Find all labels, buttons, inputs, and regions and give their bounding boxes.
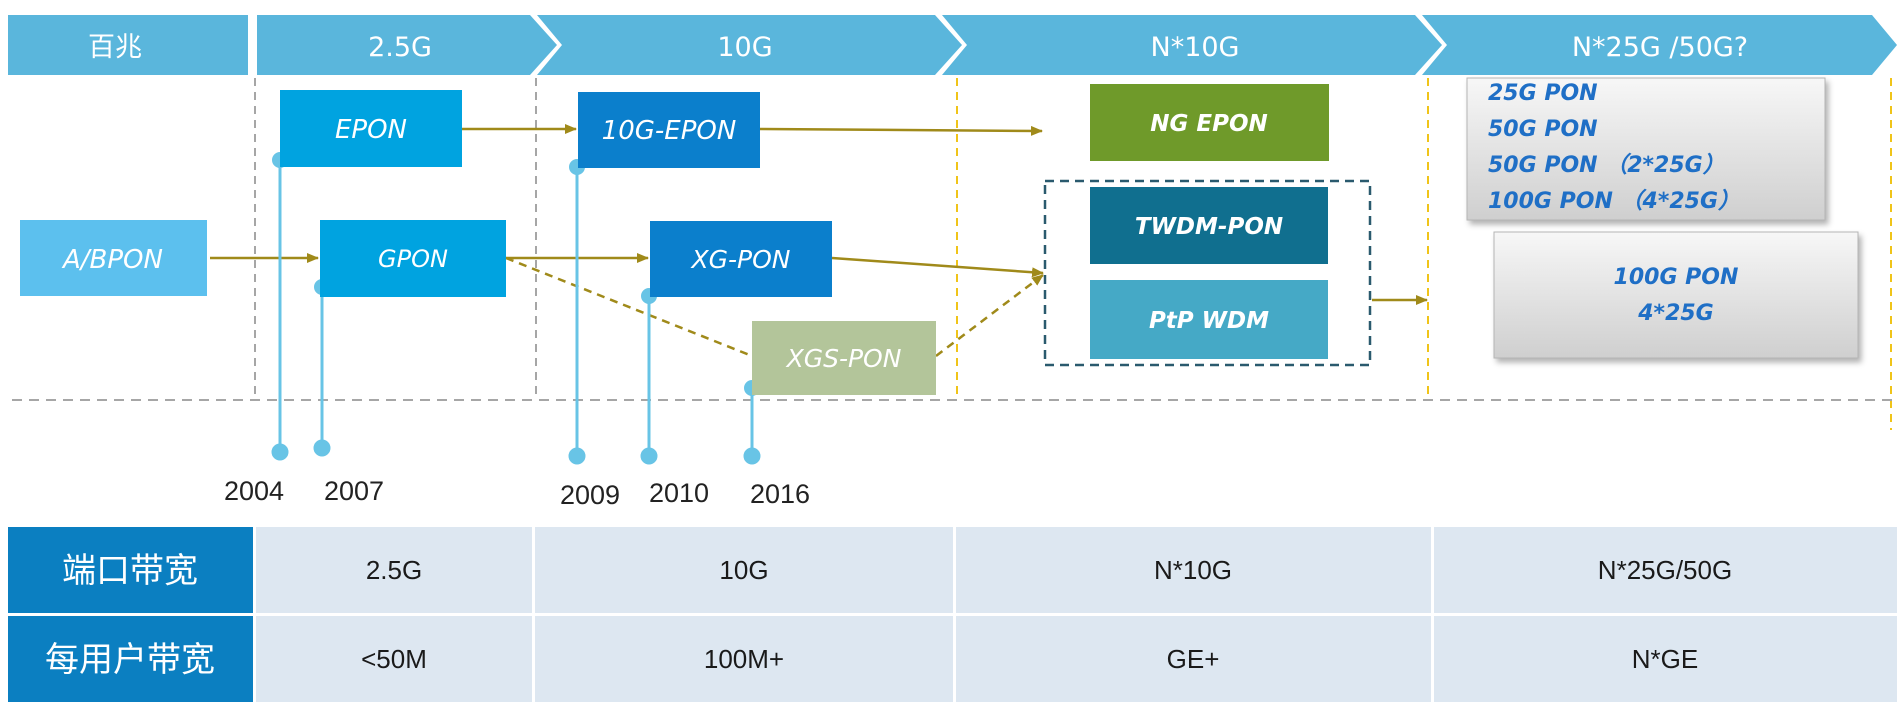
box-future-100g: 100G PON 4*25G [1493,231,1859,359]
table-cell-bg [1434,616,1897,702]
column-separators [12,78,1897,430]
table-cell-bg [535,616,953,702]
stage-label: 10G [717,32,772,63]
year-label: 2010 [649,478,709,508]
pin-dot [743,447,761,465]
box-label: TWDM-PON [1135,214,1283,240]
future-list-item: 50G PON [1488,117,1598,142]
timeline-pins [271,152,761,465]
box-xg-pon: XG-PON [650,221,832,297]
table-cell: GE+ [1167,644,1220,674]
table-cell-bg [256,616,532,702]
stage-header-segment [537,15,962,75]
table-cell-bg [1434,527,1897,613]
table-cell: N*GE [1632,644,1698,674]
future-100g-line: 100G PON [1614,265,1739,290]
stage-label: N*25G /50G? [1572,32,1748,63]
table-cell-bg [535,527,953,613]
box-future-list: 25G PON 50G PON 50G PON （2*25G） 100G PON… [1466,77,1826,221]
table-cell: 10G [719,555,768,585]
box-ng-epon: NG EPON [1090,84,1329,161]
year-label: 2004 [224,476,284,506]
box-label: GPON [378,245,448,273]
table-row-label: 每用户带宽 [45,640,215,680]
box-label: EPON [335,115,407,145]
table-row-label: 端口带宽 [62,551,198,591]
table-row-label-bg [8,616,253,702]
year-labels: 2004 2007 2009 2010 2016 [224,476,810,510]
stage-header-segment [942,15,1442,75]
box-gpon: GPON [320,220,506,297]
year-label: 2007 [324,476,384,506]
box-10g-epon: 10G-EPON [578,92,760,168]
box-label: PtP WDM [1149,308,1269,334]
future-list-item: 100G PON （4*25G） [1488,188,1740,214]
box-ptp-wdm: PtP WDM [1090,280,1328,359]
box-twdm-pon: TWDM-PON [1090,187,1328,264]
table-cell: 100M+ [704,644,784,674]
box-label: A/BPON [61,245,163,275]
box-label: NG EPON [1150,111,1268,137]
stage-header-segment [257,15,557,75]
box-label: 10G-EPON [602,116,737,146]
pin-dot [640,447,658,465]
arrow-xgpon-wdm [831,256,1044,278]
table-cell: <50M [361,644,427,674]
table-cell: N*10G [1154,555,1232,585]
box-xgs-pon: XGS-PON [752,321,936,395]
future-100g-line: 4*25G [1637,301,1714,326]
bandwidth-table: 端口带宽 2.5G 10G N*10G N*25G/50G 每用户带宽 <50M… [8,527,1897,702]
table-cell: 2.5G [366,555,422,585]
future-list-item: 25G PON [1488,81,1598,106]
pin-dot [271,443,289,461]
arrow-10gepon-ngepon [759,125,1043,136]
table-cell: N*25G/50G [1598,555,1732,585]
year-label: 2009 [560,480,620,510]
stage-label: N*10G [1151,32,1240,63]
pin-dot [568,447,586,465]
stage-header-segment [8,15,248,75]
stage-header-segment [1422,15,1897,75]
box-a-bpon: A/BPON [20,220,207,296]
stage-header: 百兆 2.5G 10G N*10G N*25G /50G? [8,15,1897,75]
table-row-label-bg [8,527,253,613]
stage-label: 百兆 [88,32,142,63]
year-label: 2016 [750,479,810,509]
arrow-xgspon-wdm [935,274,1044,357]
box-epon: EPON [280,90,462,167]
table-cell-bg [956,616,1431,702]
box-label: XG-PON [690,245,791,274]
stage-label: 2.5G [368,32,432,63]
box-label: XGS-PON [785,344,902,373]
future-list-item: 50G PON （2*25G） [1488,152,1725,178]
arrow-gpon-xgspon [505,256,753,358]
pin-dot [313,439,331,457]
table-cell-bg [256,527,532,613]
table-cell-bg [956,527,1431,613]
